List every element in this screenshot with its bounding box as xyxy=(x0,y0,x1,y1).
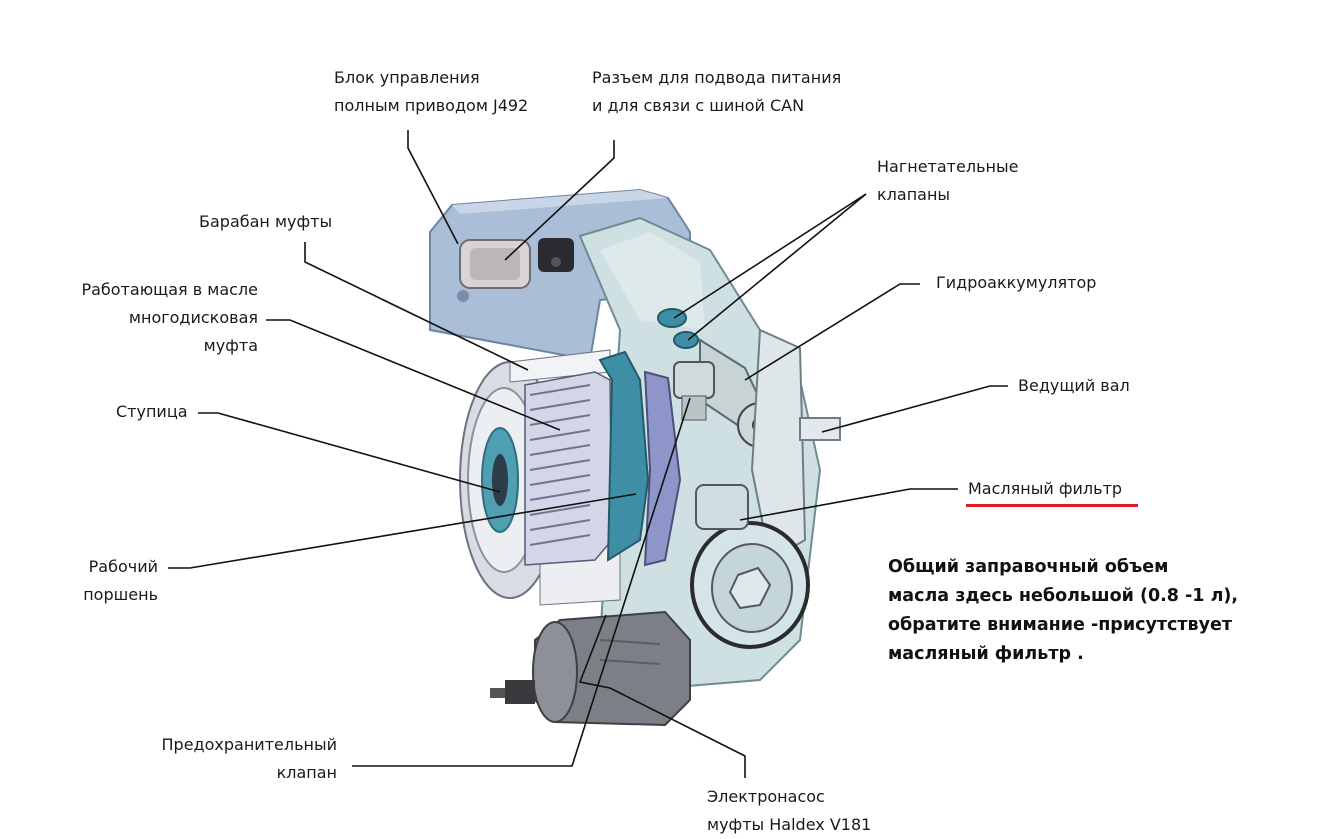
label-hub: Ступица xyxy=(116,402,188,421)
oil-filter xyxy=(690,484,810,649)
label-drive-shaft: Ведущий вал xyxy=(1018,376,1130,395)
leader-drive-shaft xyxy=(821,385,1008,433)
label-oil-filter: Масляный фильтр xyxy=(968,479,1123,498)
leader-connector xyxy=(504,140,615,261)
leader-hub xyxy=(198,412,501,493)
leader-accumulator xyxy=(744,283,920,381)
multidisc-pack xyxy=(524,371,613,566)
leader-clutch-drum xyxy=(304,242,529,371)
label-clutch-drum: Барабан муфты xyxy=(199,212,333,231)
leader-oil-filter xyxy=(739,488,958,521)
can-connector xyxy=(538,238,574,272)
leader-pressure-valves-2 xyxy=(687,193,867,341)
leader-pressure-valves-1 xyxy=(673,193,867,319)
oil-filter-underline xyxy=(966,504,1138,507)
leader-control-unit xyxy=(407,130,459,245)
leader-pump xyxy=(578,614,746,778)
electric-pump xyxy=(490,610,691,727)
label-accumulator: Гидроаккумулятор xyxy=(936,273,1097,292)
leader-multidisc xyxy=(266,319,561,431)
leader-relief-valve xyxy=(352,397,691,767)
working-piston xyxy=(598,350,682,567)
leader-working-piston xyxy=(168,493,637,569)
